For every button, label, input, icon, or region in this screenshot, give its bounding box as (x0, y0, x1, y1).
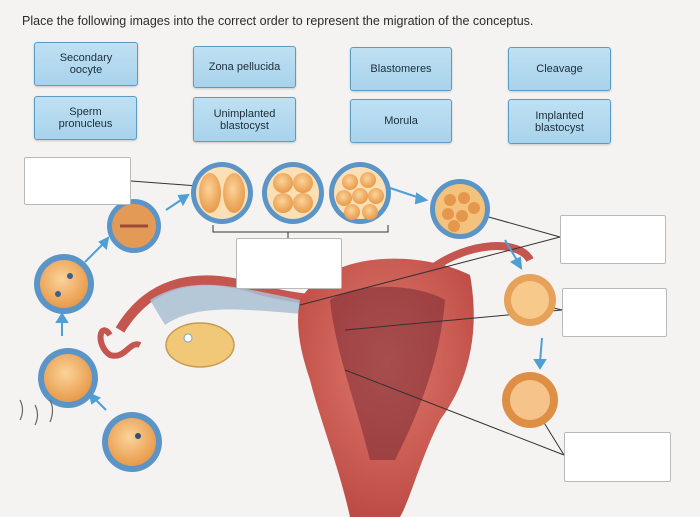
migration-arrows (55, 187, 547, 411)
drop-target-right-middle[interactable] (562, 288, 667, 337)
label-text: oocyte (69, 64, 103, 76)
ovary (165, 322, 235, 368)
uterus (298, 242, 534, 517)
label-text: blastocyst (535, 121, 584, 134)
drop-target-right-upper[interactable] (560, 215, 666, 264)
drop-target-top-left[interactable] (24, 157, 131, 205)
drop-target-center[interactable] (236, 238, 342, 289)
cell-pronuclei-stage (34, 254, 94, 314)
label-cleavage[interactable]: Cleavage (508, 47, 611, 91)
cell-two-cell-stage (191, 162, 253, 224)
label-text: Secondary (59, 52, 113, 64)
cell-eight-cell-stage (329, 162, 391, 224)
label-morula[interactable]: Morula (350, 99, 452, 143)
label-text: Cleavage (536, 63, 583, 75)
cell-implanting-blastocyst-stage (502, 372, 558, 428)
label-text: Implanted (535, 109, 584, 122)
label-text: blastocyst (220, 119, 269, 132)
cell-morula-stage (430, 179, 490, 239)
label-text: Morula (384, 115, 418, 127)
cell-secondary-oocyte-stage (102, 412, 162, 472)
sperm-icon (19, 399, 54, 426)
label-blastomeres[interactable]: Blastomeres (350, 47, 452, 91)
cell-four-cell-stage (262, 162, 324, 224)
cell-blastocyst-stage (504, 274, 556, 326)
drop-target-right-lower[interactable] (564, 432, 671, 482)
cell-fertilization-stage (38, 348, 98, 408)
label-text: Zona pellucida (208, 61, 281, 73)
label-text: pronucleus (58, 118, 113, 130)
label-text: Blastomeres (370, 63, 432, 75)
label-text: Unimplanted (213, 107, 276, 120)
cell-first-division-stage (107, 199, 161, 253)
label-text: Sperm (69, 106, 102, 118)
instruction-text: Place the following images into the corr… (22, 14, 534, 28)
label-zona-pellucida[interactable]: Zona pellucida (193, 46, 296, 88)
